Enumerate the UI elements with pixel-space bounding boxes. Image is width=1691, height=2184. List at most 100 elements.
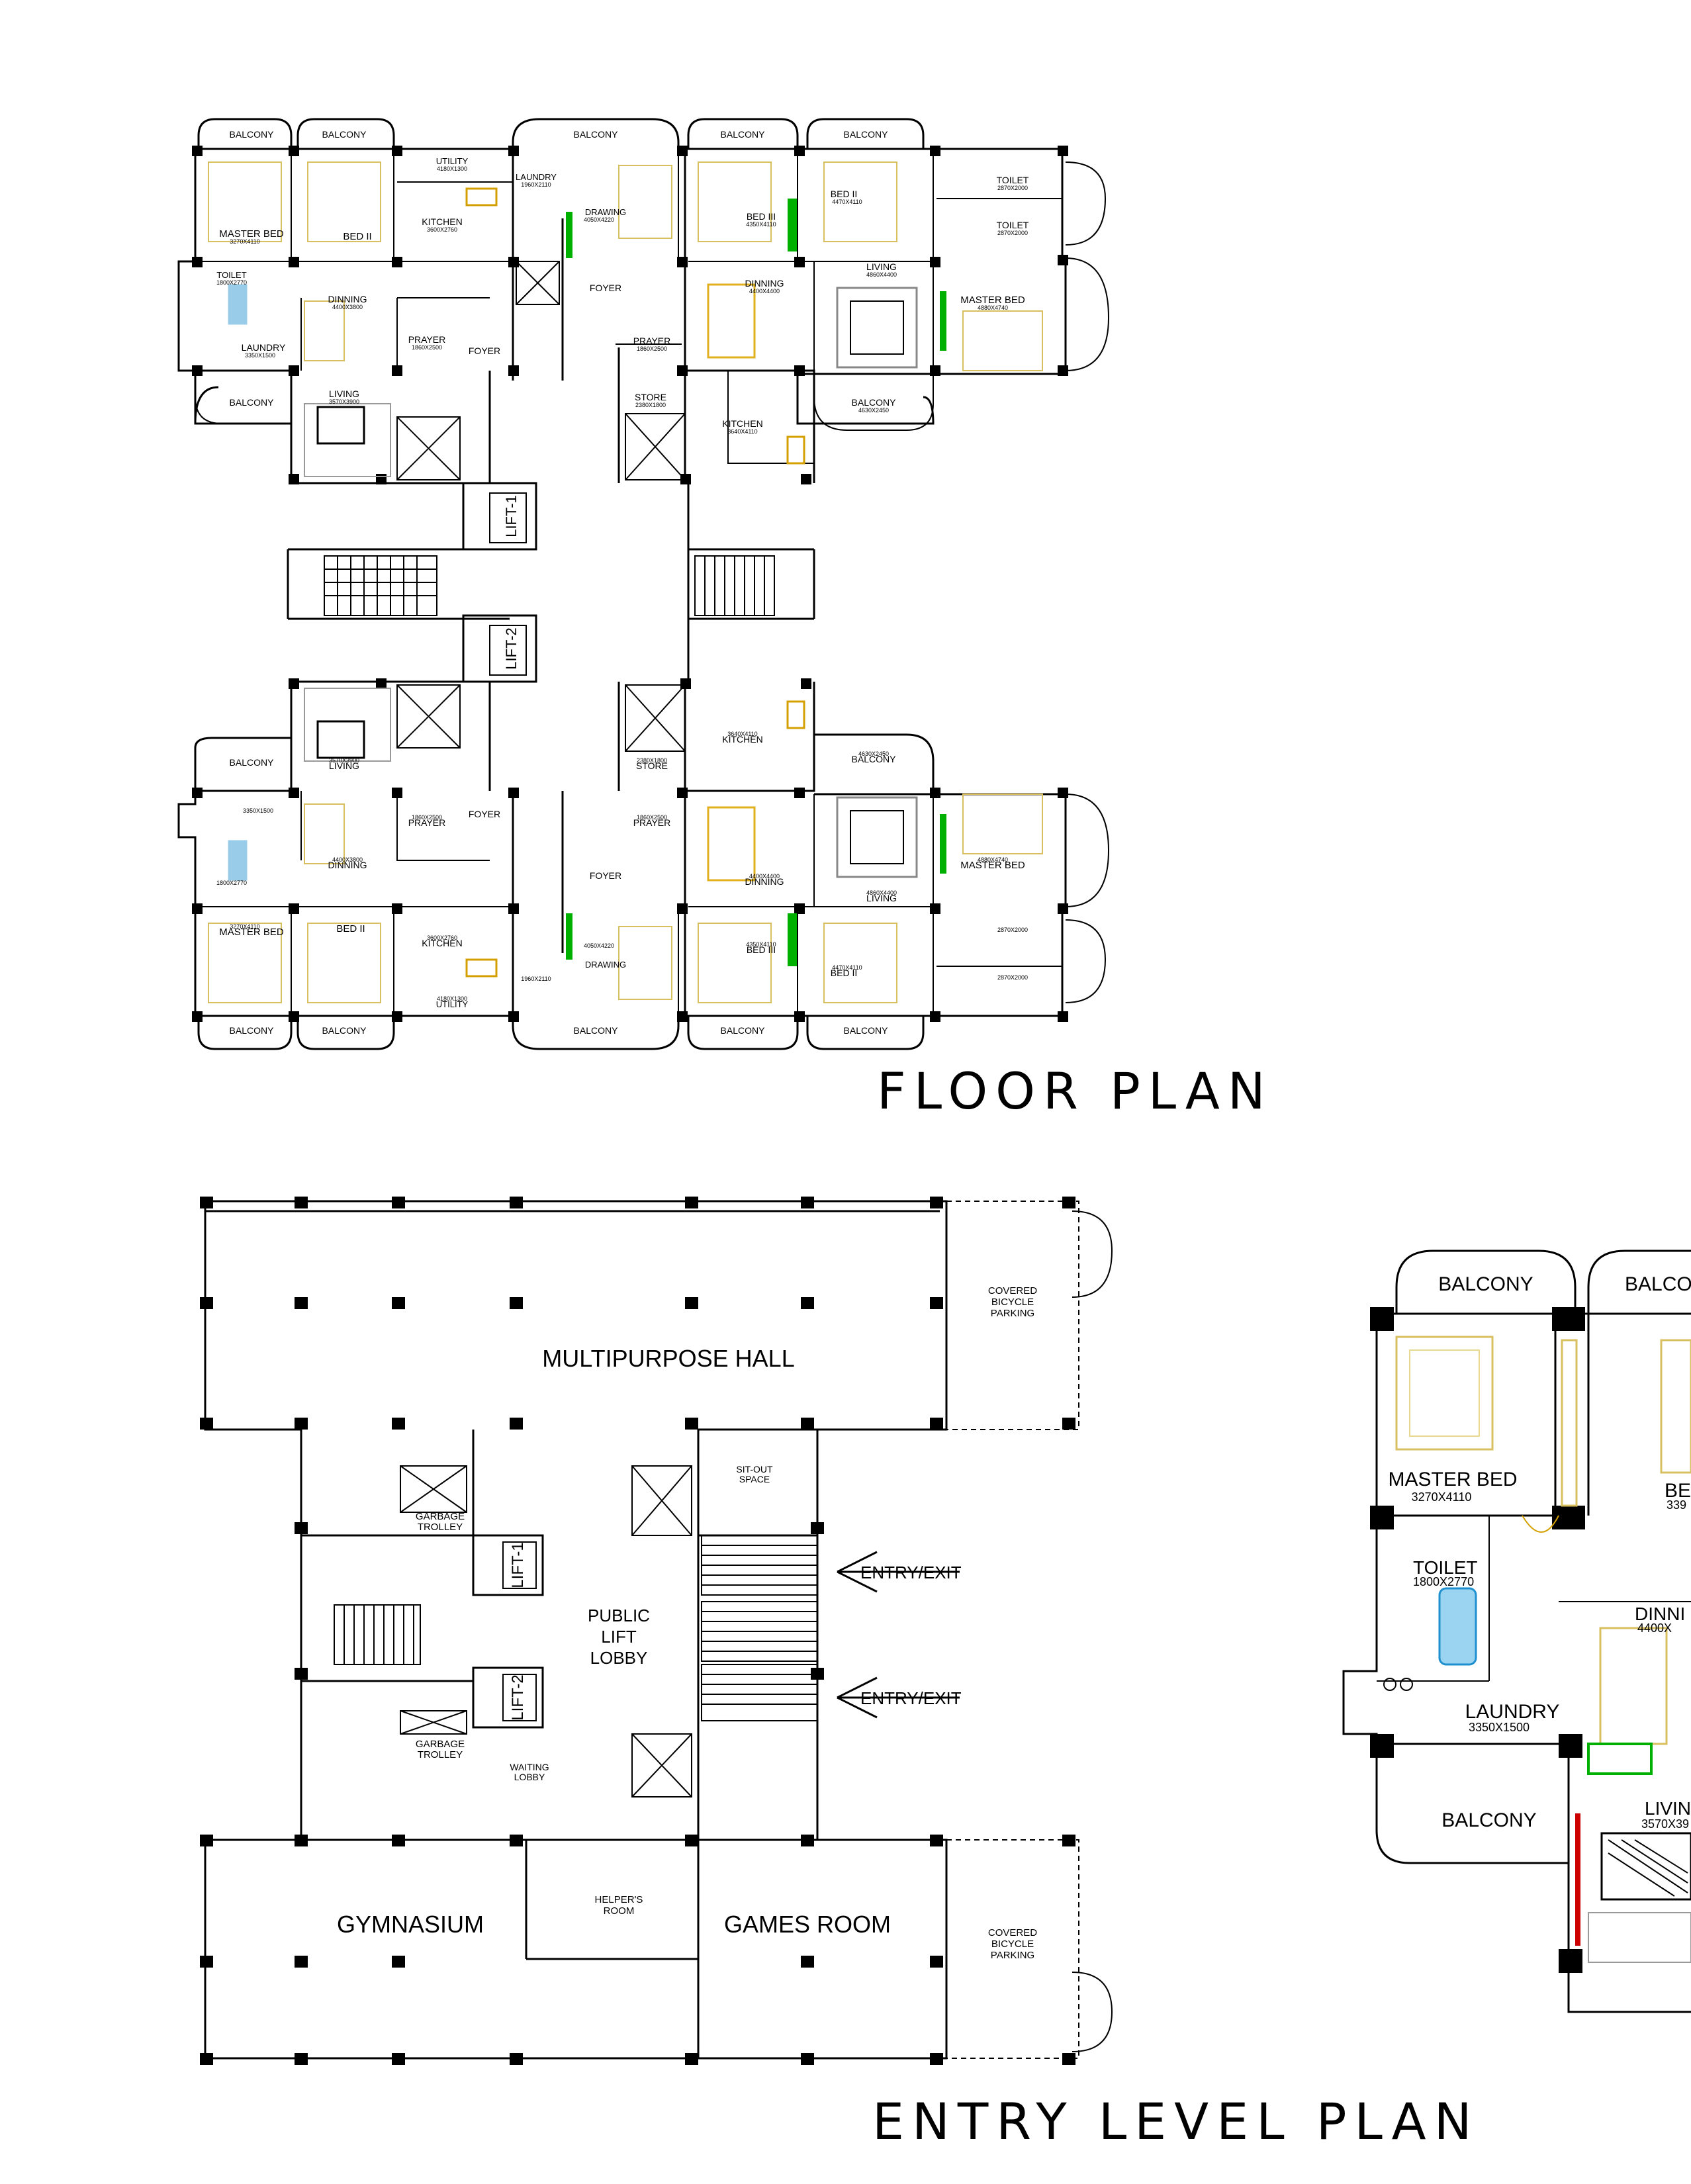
- label-master-bed-upper-left: MASTER BED: [219, 228, 284, 240]
- balcony-4-outline: [687, 118, 799, 149]
- label-drawing-lower: DRAWING: [585, 960, 626, 970]
- entry-core-dashed: [300, 1430, 818, 1840]
- dim-detail-living-partial: 3570X39: [1641, 1817, 1689, 1831]
- dim-drawing: 4050X4220: [584, 216, 614, 223]
- covered-parking-top-dashed: [946, 1201, 1079, 1430]
- dim-toilet-lower-left: 1800X2770: [216, 880, 247, 886]
- label-toilet-upper-right-2: TOILET: [997, 220, 1029, 230]
- entry-exit-arrow-1: ENTRY/EXIT: [837, 1551, 962, 1593]
- label-bed-iii-lower: BED III: [747, 944, 776, 955]
- label-detail-balcony-partial: BALCO: [1625, 1273, 1691, 1295]
- label-entry-exit-2: ENTRY/EXIT: [860, 1688, 962, 1708]
- lower-wing-walls: [204, 1839, 948, 2060]
- label-balcony-3: BALCONY: [574, 129, 619, 140]
- label-balcony-lower-right: BALCONY: [852, 754, 897, 764]
- dim-store-upper: 2380X1800: [635, 402, 666, 408]
- floor-plan-lower-block: BALCONY LIVING 3570X3900 3350X1500 PRAYE…: [177, 678, 1110, 1050]
- label-sit-out-1: SIT-OUT: [736, 1464, 773, 1475]
- label-balcony-lower-2: BALCONY: [322, 1025, 367, 1036]
- label-dinning-lower-left: DINNING: [328, 860, 367, 870]
- label-dinning-upper-left: DINNING: [328, 294, 367, 304]
- dim-toilet-lower-right-2: 2870X2000: [997, 974, 1028, 981]
- label-balcony-lower-left: BALCONY: [230, 757, 275, 768]
- dim-kitchen-lower-right: 3640X4110: [727, 731, 757, 737]
- label-balcony-1: BALCONY: [230, 129, 275, 140]
- covered-parking-bottom-dashed: [946, 1839, 1079, 2059]
- label-laundry: LAUNDRY: [516, 172, 557, 182]
- label-drawing: DRAWING: [585, 207, 626, 217]
- lower-right-balcony-arc-2: [1065, 919, 1107, 1003]
- label-lift-2: LIFT-2: [503, 627, 520, 670]
- label-balcony-lower-3: BALCONY: [574, 1025, 619, 1036]
- label-covered-parking-top-2: BICYCLE: [991, 1297, 1034, 1308]
- label-sit-out-2: SPACE: [739, 1474, 770, 1484]
- label-detail-laundry: LAUNDRY: [1465, 1701, 1560, 1723]
- label-foyer-upper-left: FOYER: [469, 345, 500, 356]
- label-detail-master-bed: MASTER BED: [1388, 1469, 1517, 1490]
- label-prayer-lower-left: PRAYER: [408, 817, 446, 828]
- upper-lift-stair-core: LIFT-1 LIFT-2: [287, 482, 815, 685]
- label-bed-ii-lower-left: BED II: [336, 923, 365, 934]
- label-public-lift-lobby-1: PUBLIC: [588, 1606, 650, 1625]
- label-balcony-4: BALCONY: [721, 129, 766, 140]
- detail-columns: [1370, 1307, 1585, 1973]
- multipurpose-hall-walls: [204, 1200, 948, 1535]
- balcony-1-outline: [197, 118, 293, 149]
- label-master-bed-upper-right: MASTER BED: [960, 295, 1025, 306]
- floor-plan-upper-block: BALCONY BALCONY BALCONY BALCONY BALCONY: [177, 118, 1110, 685]
- label-laundry-upper-left: LAUNDRY: [242, 342, 286, 353]
- dim-living-upper-left: 3570X3900: [329, 398, 359, 405]
- label-detail-dinning-partial: DINNI: [1635, 1604, 1685, 1624]
- dim-toilet-upper-left: 1800X2770: [216, 279, 247, 286]
- dim-balcony-lower-right: 4630X2450: [858, 751, 889, 757]
- balcony-2-outline: [297, 118, 395, 149]
- dim-laundry-lower-left: 3350X1500: [243, 807, 273, 814]
- label-utility-lower: UTILITY: [436, 999, 469, 1009]
- entry-level-plan-title: ENTRY LEVEL PLAN: [872, 2092, 1479, 2151]
- label-detail-living-partial: LIVIN: [1645, 1798, 1691, 1819]
- entry-stairs-left: [334, 1604, 421, 1665]
- label-prayer-upper-right: PRAYER: [633, 336, 671, 346]
- label-kitchen-lower-right: KITCHEN: [722, 734, 762, 745]
- upper-stair-right: [694, 555, 775, 616]
- label-waiting-lobby-2: LOBBY: [514, 1772, 545, 1782]
- label-covered-parking-bottom-3: PARKING: [991, 1950, 1034, 1961]
- parking-arc-bottom: [1072, 1972, 1113, 2052]
- dim-utility-lower: 4180X1300: [437, 995, 467, 1002]
- dim-master-bed-lower-left: 3270X4110: [230, 923, 259, 930]
- label-store-upper: STORE: [635, 392, 666, 402]
- floor-plan-title: FLOOR PLAN: [877, 1062, 1273, 1120]
- upper-left-balcony-arc: [195, 371, 291, 424]
- label-detail-balcony-top: BALCONY: [1438, 1273, 1533, 1295]
- label-covered-parking-top-1: COVERED: [988, 1285, 1037, 1297]
- detail-furniture: [1383, 1336, 1691, 1963]
- dim-detail-dinning-partial: 4400X: [1637, 1621, 1672, 1635]
- label-public-lift-lobby-2: LIFT: [601, 1627, 637, 1647]
- dim-utility: 4180X1300: [437, 165, 467, 172]
- label-garbage-trolley-top-2: TROLLEY: [418, 1522, 463, 1533]
- label-bed-ii-upper-right: BED II: [831, 189, 857, 199]
- dim-living-lower-left: 3570X3900: [329, 757, 359, 764]
- label-utility: UTILITY: [436, 156, 469, 166]
- label-kitchen-upper: KITCHEN: [422, 216, 462, 227]
- label-master-bed-lower-left: MASTER BED: [219, 927, 284, 938]
- detail-balcony-top-1: [1395, 1250, 1577, 1314]
- label-foyer-lower-left: FOYER: [469, 809, 500, 819]
- dim-bed-ii-lower-right: 4470X4110: [832, 964, 862, 971]
- label-garbage-trolley-top-1: GARBAGE: [416, 1511, 465, 1522]
- label-living-lower-left: LIVING: [329, 760, 359, 771]
- garbage-trolley-shafts: [400, 1465, 692, 1797]
- label-bed-ii-lower-right: BED II: [831, 968, 857, 978]
- dim-master-bed-lower-right: 4880X4740: [978, 856, 1008, 863]
- upper-shafts: [396, 261, 686, 480]
- upper-columns: [192, 146, 1068, 484]
- label-helpers-room-1: HELPER'S: [595, 1894, 643, 1905]
- upper-furniture: [208, 161, 1043, 477]
- label-detail-balcony-lower: BALCONY: [1441, 1809, 1536, 1831]
- dim-bed-ii-upper-right: 4470X4110: [832, 199, 862, 205]
- balcony-3-outline: [512, 118, 680, 149]
- dim-living-lower-right: 4860X4400: [866, 889, 897, 896]
- floor-plan: BALCONY BALCONY BALCONY BALCONY BALCONY: [177, 118, 1273, 1120]
- dim-toilet-upper-right-2: 2870X2000: [997, 230, 1028, 236]
